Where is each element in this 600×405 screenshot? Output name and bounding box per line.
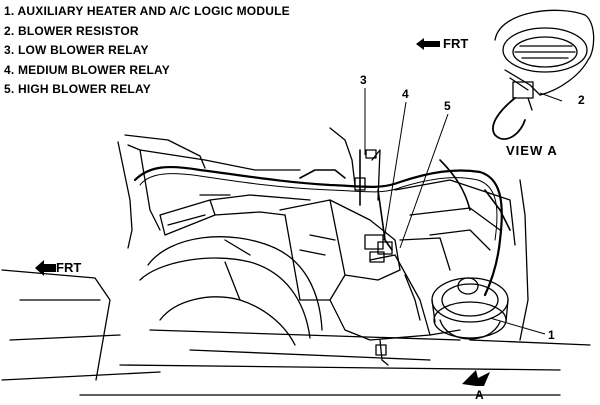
front-direction-label: FRT <box>56 260 82 275</box>
callout-4: 4 <box>402 87 409 101</box>
left-pointing-arrow-icon <box>35 260 56 276</box>
legend-item: 3. LOW BLOWER RELAY <box>4 43 149 57</box>
legend-item: 4. MEDIUM BLOWER RELAY <box>4 62 170 77</box>
legend-item: 2. BLOWER RESISTOR <box>4 23 139 38</box>
component-legend: 1. AUXILIARY HEATER AND A/C LOGIC MODULE… <box>4 2 290 100</box>
callout-3: 3 <box>360 73 367 87</box>
front-direction-label: FRT <box>443 36 469 51</box>
legend-item: 1. AUXILIARY HEATER AND A/C LOGIC MODULE <box>4 4 290 18</box>
left-pointing-arrow-icon <box>416 38 440 50</box>
callout-2: 2 <box>578 93 585 107</box>
callout-1: 1 <box>548 328 555 342</box>
view-marker-label: A <box>475 388 484 402</box>
view-a-label: VIEW A <box>506 143 558 158</box>
legend-item: 5. HIGH BLOWER RELAY <box>4 82 151 96</box>
view-direction-arrow-icon <box>462 370 490 386</box>
callout-5: 5 <box>444 99 451 113</box>
